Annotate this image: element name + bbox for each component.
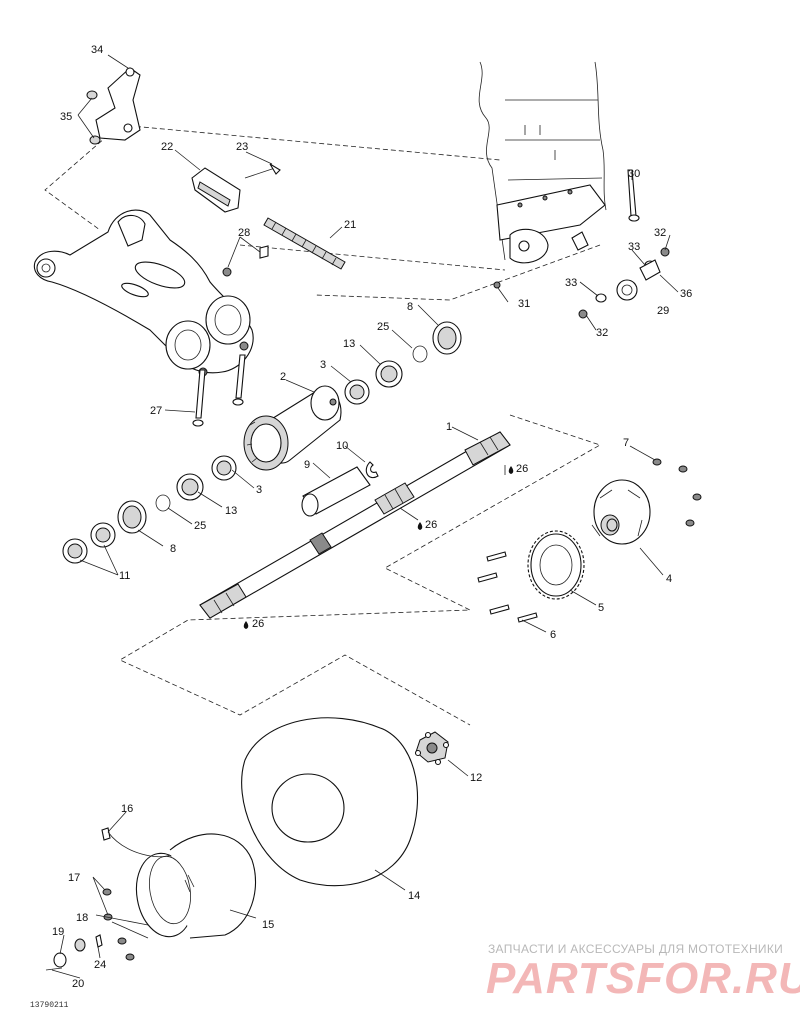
lubricant-drop-icon	[243, 466, 514, 629]
label-32-lower: 32	[596, 327, 608, 339]
label-24: 24	[94, 959, 106, 971]
axle-nut-19	[45, 934, 103, 971]
label-13-lower: 13	[225, 505, 237, 517]
label-7: 7	[623, 437, 629, 449]
label-8-lower: 8	[170, 543, 176, 555]
label-27: 27	[150, 405, 162, 417]
label-4: 4	[666, 573, 672, 585]
wheel-hub-12	[414, 731, 450, 766]
label-15: 15	[262, 919, 274, 931]
label-18: 18	[76, 912, 88, 924]
nuts-7	[652, 458, 702, 527]
label-14: 14	[408, 890, 420, 902]
tire-14	[241, 717, 419, 887]
watermark-logo: PARTSFOR.RU	[486, 954, 800, 1003]
label-20: 20	[72, 978, 84, 990]
label-19: 19	[52, 926, 64, 938]
label-16: 16	[121, 803, 133, 815]
label-28: 28	[238, 227, 250, 239]
chain-guide-22	[191, 163, 281, 213]
sleeve-9	[301, 466, 371, 517]
label-25-lower: 25	[194, 520, 206, 532]
label-21: 21	[344, 219, 356, 231]
assembly-outline-lower	[119, 414, 601, 726]
label-33-lower: 33	[565, 277, 577, 289]
bolts-6	[477, 551, 538, 623]
bolt-27	[192, 354, 246, 427]
label-12: 12	[470, 772, 482, 784]
rim-15	[135, 833, 256, 939]
drawing-code: 13790211	[30, 1001, 69, 1010]
label-2: 2	[280, 371, 286, 383]
label-13-upper: 13	[343, 338, 355, 350]
label-26-axle-mid: 26	[425, 519, 437, 531]
leader-lines	[51, 54, 679, 979]
label-25-upper: 25	[377, 321, 389, 333]
label-5: 5	[598, 602, 604, 614]
label-17: 17	[68, 872, 80, 884]
eccentric-housing-2	[243, 385, 342, 471]
sprocket-hub-4	[591, 479, 651, 545]
bracket-34	[86, 67, 141, 145]
sprocket-5	[527, 530, 585, 600]
label-32-upper: 32	[654, 227, 666, 239]
label-36: 36	[680, 288, 692, 300]
label-26-axle-left: 26	[252, 618, 264, 630]
bearing-upper	[344, 360, 403, 405]
label-8-upper: 8	[407, 301, 413, 313]
label-3-upper: 3	[320, 359, 326, 371]
label-33-upper: 33	[628, 241, 640, 253]
label-6: 6	[550, 629, 556, 641]
rear-axle-1	[199, 431, 511, 619]
label-11: 11	[119, 570, 130, 582]
label-35: 35	[60, 111, 72, 123]
label-1: 1	[446, 421, 452, 433]
bearing-lower	[62, 455, 237, 564]
label-26-axle-right: 26	[516, 463, 528, 475]
frame-section	[478, 61, 607, 264]
label-22: 22	[161, 141, 173, 153]
wheel-nut-17	[102, 888, 135, 961]
label-29: 29	[657, 305, 669, 317]
chain-21	[263, 217, 346, 270]
label-31: 31	[518, 298, 530, 310]
assembly-outline-upper	[44, 124, 601, 301]
label-23: 23	[236, 141, 248, 153]
label-30: 30	[628, 168, 640, 180]
snap-ring-10	[365, 461, 379, 479]
frame-mount-hardware	[493, 169, 670, 319]
swing-arm	[33, 209, 269, 377]
label-10: 10	[336, 440, 348, 452]
label-3-lower: 3	[256, 484, 262, 496]
part-labels: 34 35 22 23 21 28 30 32 33 36 33 29 32 3…	[52, 44, 692, 990]
seal-8-upper	[412, 321, 462, 363]
valve-16	[101, 827, 111, 841]
watermark-caption: ЗАПЧАСТИ И АКСЕССУАРЫ ДЛЯ МОТОТЕХНИКИ	[488, 942, 784, 956]
label-34: 34	[91, 44, 103, 56]
label-9: 9	[304, 459, 310, 471]
